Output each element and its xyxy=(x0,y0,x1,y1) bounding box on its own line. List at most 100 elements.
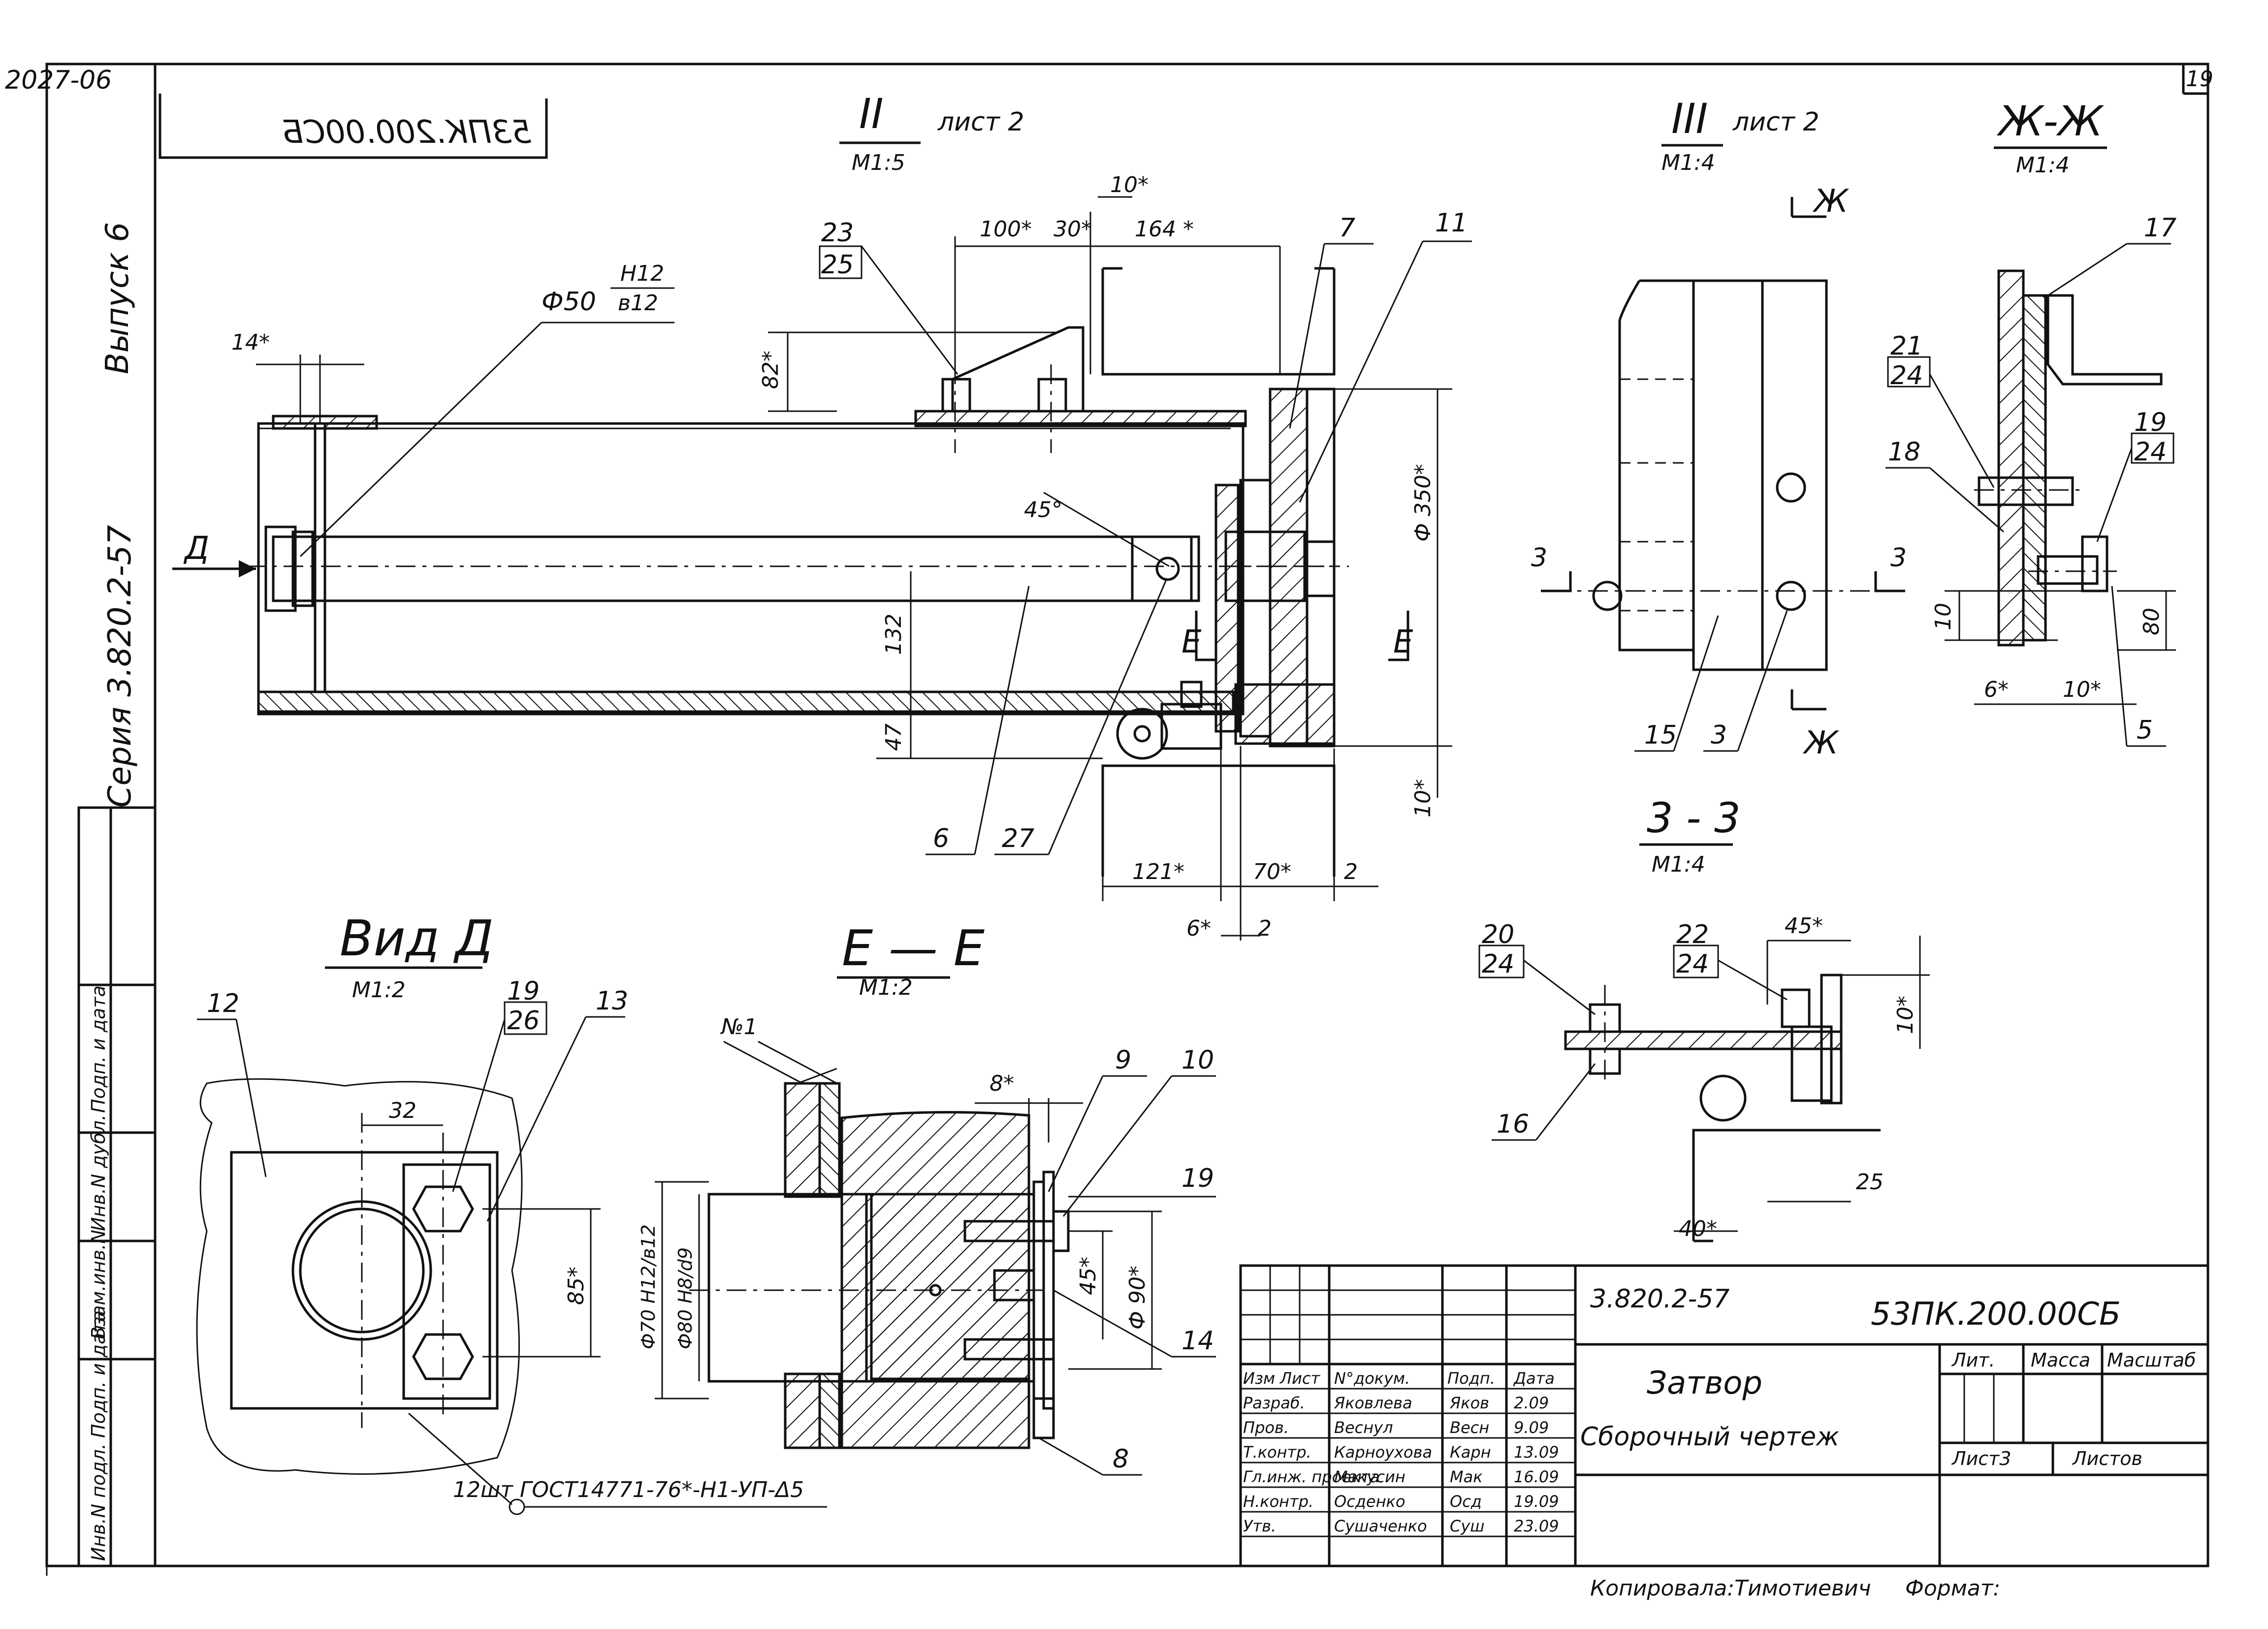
tb-masshtab: Масштаб xyxy=(2107,1349,2196,1371)
callout-22: 22 xyxy=(1676,920,1709,949)
callout-19b: 19 xyxy=(507,977,540,1006)
dim-82: 82* xyxy=(758,351,783,389)
format-label: Формат: xyxy=(1905,1576,2000,1601)
weld-number: №1 xyxy=(720,1014,758,1040)
stamp-podp-data-1: Подп. и дата xyxy=(88,1310,109,1438)
tb-row3-name: Карноухова xyxy=(1334,1443,1432,1462)
tb-row4-role: Гл.инж. проекта xyxy=(1243,1467,1379,1486)
callout-24c: 24 xyxy=(1482,949,1514,979)
tb-head-data: Дата xyxy=(1513,1369,1555,1388)
callout-13: 13 xyxy=(596,986,628,1016)
tb-row3-sign: Карн xyxy=(1450,1443,1491,1462)
callout-10: 10 xyxy=(1182,1045,1214,1075)
sheet-number: 19 xyxy=(2186,66,2213,92)
view2-numeral: II xyxy=(859,90,884,138)
vid-d-scale: М1:2 xyxy=(352,977,406,1003)
callout-24a: 24 xyxy=(1890,361,1923,391)
dim-10-top: 10* xyxy=(1110,172,1149,197)
callout-26: 26 xyxy=(507,1006,540,1036)
tb-row5-role: Н.контр. xyxy=(1243,1492,1313,1511)
callout-27: 27 xyxy=(1002,824,1034,853)
dim-6: 6* xyxy=(1186,916,1211,941)
tb-row4-date: 16.09 xyxy=(1514,1467,1559,1486)
tb-series-code: 3.820.2-57 xyxy=(1590,1284,1729,1314)
tb-doc-code: 53ПК.200.00СБ xyxy=(1871,1296,2121,1333)
callout-25: 25 xyxy=(821,250,854,280)
stamp-vzam-inv: Взам.инв.N xyxy=(88,1230,109,1339)
cut-3-left: 3 xyxy=(1531,543,1547,573)
callout-7: 7 xyxy=(1339,213,1355,243)
dim-2: 2 xyxy=(1344,859,1358,884)
dim-32: 32 xyxy=(389,1098,416,1123)
callout-21: 21 xyxy=(1890,331,1923,361)
vid-d-title: Вид Д xyxy=(340,910,494,967)
dim-80-zh: 80 xyxy=(2139,608,2164,635)
tb-row1-sign: Яков xyxy=(1449,1394,1489,1412)
dim-25-33: 25 xyxy=(1856,1170,1884,1195)
tb-head-podp: Подп. xyxy=(1447,1369,1495,1388)
tb-row4-name: Макусин xyxy=(1334,1467,1406,1486)
section-3-3: 3 - 3 М1:4 20 24 22 24 16 45* 10* 25 40* xyxy=(1478,794,1930,1242)
dim-10-33: 10* xyxy=(1893,996,1918,1034)
archive-number: 2027-06 xyxy=(5,65,112,95)
view3-sheet-ref: лист 2 xyxy=(1732,107,1820,137)
section-ee-scale: М1:2 xyxy=(859,975,913,1000)
dim-2b: 2 xyxy=(1258,916,1272,941)
dim-phi80: Ф80 Н8/d9 xyxy=(674,1247,696,1349)
view3-numeral: III xyxy=(1671,95,1708,143)
tb-row5-name: Осденко xyxy=(1334,1492,1405,1511)
tb-row6-date: 23.09 xyxy=(1514,1517,1559,1535)
callout-14: 14 xyxy=(1182,1326,1214,1356)
dim-164: 164 * xyxy=(1135,217,1194,242)
tb-row2-date: 9.09 xyxy=(1514,1418,1549,1437)
tb-head-izm: Изм xyxy=(1243,1369,1275,1388)
cut-e-right: Е xyxy=(1393,624,1413,660)
cut-e-left: Е xyxy=(1182,624,1202,660)
seriya-label: Серия 3.820.2-57 xyxy=(102,525,138,808)
section-ee-title: Е — Е xyxy=(842,919,985,977)
tb-massa: Масса xyxy=(2031,1349,2090,1371)
cut-3-right: 3 xyxy=(1890,543,1907,573)
dim-10-right: 10* xyxy=(1410,779,1436,817)
dim-45deg: 45° xyxy=(1024,497,1062,522)
weld-note: 12шт ГОСТ14771-76*-Н1-УП-Δ5 xyxy=(453,1477,804,1502)
dim-45-33: 45* xyxy=(1785,913,1823,939)
tb-doc-type: Сборочный чертеж xyxy=(1580,1422,1839,1452)
dim-40-33: 40* xyxy=(1679,1216,1717,1241)
cut-zh-bottom: Ж xyxy=(1802,725,1840,761)
tb-name: Затвор xyxy=(1647,1365,1762,1401)
section-zh-scale: М1:4 xyxy=(2016,153,2070,178)
dim-8: 8* xyxy=(990,1071,1014,1096)
view3-scale: М1:4 xyxy=(1661,150,1715,175)
title-block: Изм Лист N°докум. Подп. Дата Разраб. Яко… xyxy=(1239,1264,2209,1567)
dim-6-zh: 6* xyxy=(1984,677,2009,702)
callout-8: 8 xyxy=(1113,1444,1129,1474)
dim-phi70: Ф70 Н12/в12 xyxy=(638,1224,659,1349)
callout-5: 5 xyxy=(2137,716,2153,745)
tb-row5-date: 19.09 xyxy=(1514,1492,1559,1511)
view-d: Вид Д М1:2 32 85* 12 19 26 13 12шт ГОСТ1… xyxy=(196,910,827,1515)
callout-19a: 19 xyxy=(2134,408,2167,437)
callout-18: 18 xyxy=(1888,437,1920,467)
tb-row6-sign: Суш xyxy=(1450,1517,1485,1535)
dim-132: 132 xyxy=(881,614,906,655)
callout-20: 20 xyxy=(1482,920,1514,949)
tb-head-dokum: N°докум. xyxy=(1334,1369,1410,1388)
tb-row1-date: 2.09 xyxy=(1514,1394,1549,1412)
dim-fit-h12: H12 xyxy=(620,261,664,286)
dim-phi50: Ф50 xyxy=(542,287,596,317)
dim-phi350: Ф 350* xyxy=(1410,464,1436,542)
tb-row2-name: Веснул xyxy=(1334,1418,1393,1437)
tb-row6-role: Утв. xyxy=(1243,1517,1276,1535)
dim-121: 121* xyxy=(1132,859,1184,884)
stamp-podp-data-2: Подп. и дата xyxy=(88,985,109,1113)
callout-24b: 24 xyxy=(2134,437,2167,467)
kopiroval-label: Копировала:Тимотиевич xyxy=(1590,1576,1871,1601)
dim-10-zh: 10 xyxy=(1931,603,1956,630)
mirrored-code: 53ПК.200.00СБ xyxy=(282,114,532,151)
callout-12: 12 xyxy=(207,989,239,1018)
tb-row5-sign: Осд xyxy=(1450,1492,1482,1511)
dim-70: 70* xyxy=(1253,859,1291,884)
dim-14: 14* xyxy=(231,330,270,355)
dim-47: 47 xyxy=(881,723,906,751)
